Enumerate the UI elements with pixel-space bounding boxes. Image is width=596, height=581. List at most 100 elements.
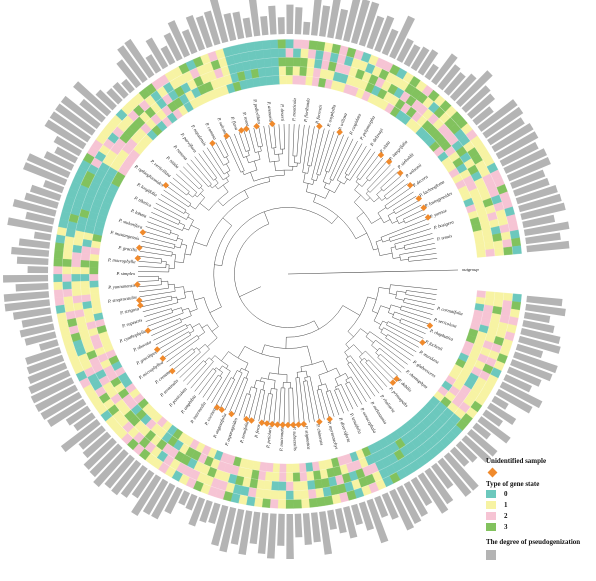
pseudogenization-bar [506, 366, 542, 387]
taxon-label: P. mustangensis [109, 229, 140, 241]
taxon-label: P. myriostachys [327, 420, 340, 450]
tree-branch [378, 327, 383, 331]
tree-branch [322, 360, 328, 373]
tree-branch [184, 211, 190, 215]
tree-branch [353, 344, 363, 355]
tree-branch [200, 187, 204, 191]
gene-state-cell [271, 472, 280, 482]
gene-state-cell [257, 470, 267, 481]
tree-branch [215, 142, 225, 159]
tree-branch [200, 193, 205, 198]
tree-branch [211, 355, 216, 360]
tree-branch [253, 389, 262, 421]
tree-branch [254, 160, 258, 171]
gene-state-cell [81, 245, 91, 254]
gene-state-cell [80, 273, 90, 282]
state-3-swatch [486, 522, 496, 531]
state-0-label: 0 [504, 489, 508, 498]
tree-branch [172, 351, 196, 371]
tree-branch [226, 172, 230, 177]
gene-state-cell [62, 250, 73, 260]
tree-branch [196, 335, 200, 339]
tree-branch [206, 377, 222, 401]
tree-branch [153, 324, 186, 341]
unidentified-sample-marker [258, 419, 266, 426]
tree-branch [306, 183, 309, 192]
tree-branch [319, 131, 335, 176]
pseudogenization-bar [358, 1, 380, 47]
tree-branch [244, 377, 248, 380]
pseudogenization-bar [381, 28, 399, 56]
tree-branch [198, 185, 203, 190]
tree-branch [325, 391, 335, 417]
unidentified-sample-marker [396, 169, 404, 177]
legend-unidentified-title: Unidentified sample [486, 457, 547, 465]
pseudogenization-bar [417, 49, 439, 76]
pseudogenization-bar [211, 504, 229, 547]
gene-state-cell [503, 246, 513, 256]
tree-branch [390, 304, 402, 309]
tree-branch [185, 324, 188, 328]
tree-branch [214, 264, 222, 266]
gene-state-cell [265, 75, 274, 86]
taxon-label: P. ferox [253, 424, 261, 439]
tree-branch [174, 286, 184, 289]
gene-state-cell [90, 246, 100, 255]
pseudogenization-bar [455, 70, 493, 107]
state-2-label: 2 [504, 511, 508, 520]
tree-branch [167, 281, 169, 289]
gene-state-cell [54, 242, 65, 252]
pseudogenization-bar [43, 180, 65, 194]
tree-branch [316, 129, 330, 175]
tree-branch [217, 200, 224, 207]
pseudogenization-bar [160, 45, 176, 66]
tree-branch [404, 298, 435, 305]
tree-branch [359, 350, 366, 357]
tree-branch [224, 372, 243, 411]
tree-branch [390, 247, 394, 259]
pseudogenization-bar [424, 467, 454, 505]
pseudogenization-bar [19, 323, 55, 338]
tree-branch [349, 381, 363, 405]
gene-state-cell [255, 488, 265, 499]
tree-branch [400, 309, 432, 320]
tree-branch [138, 271, 169, 273]
tree-branch [237, 346, 246, 359]
tree-branch [198, 153, 218, 179]
pseudogenization-bar [477, 99, 518, 132]
tree-branch [356, 151, 376, 178]
tree-branch [292, 124, 295, 156]
tree-branch [396, 204, 422, 219]
gene-state-cell [89, 286, 100, 295]
tree-branch [375, 352, 380, 356]
gene-state-cell [316, 41, 326, 52]
tree-branch [255, 150, 262, 153]
tree-branch [171, 307, 182, 311]
tree-branch [214, 185, 219, 190]
tree-branch [273, 380, 276, 389]
tree-branch [142, 302, 179, 313]
tree-branch [390, 284, 438, 290]
gene-state-cell [253, 40, 264, 51]
tree-branch [271, 388, 278, 390]
tree-branch [151, 321, 182, 336]
tree-branch [182, 307, 189, 311]
pseudogenization-bar [477, 416, 511, 444]
tree-branch [306, 191, 326, 199]
taxon-label: P. longifolia [135, 181, 158, 198]
pseudogenization-bar [455, 441, 478, 463]
tree-branch [403, 245, 406, 250]
tree-branch [158, 198, 185, 214]
tree-branch [380, 218, 428, 238]
tree-branch [335, 386, 337, 390]
pseudogenization-bar [319, 5, 331, 37]
tree-branch [268, 125, 272, 149]
pseudogenization-bar [26, 354, 65, 375]
tree-branch [379, 347, 405, 369]
taxon-label: P. cuspidata [348, 112, 362, 136]
pseudogenization-bar [257, 512, 269, 554]
tree-branch [395, 298, 405, 301]
outgroup-branch [287, 269, 459, 275]
tree-branch [344, 143, 363, 174]
tree-branch [306, 380, 315, 422]
